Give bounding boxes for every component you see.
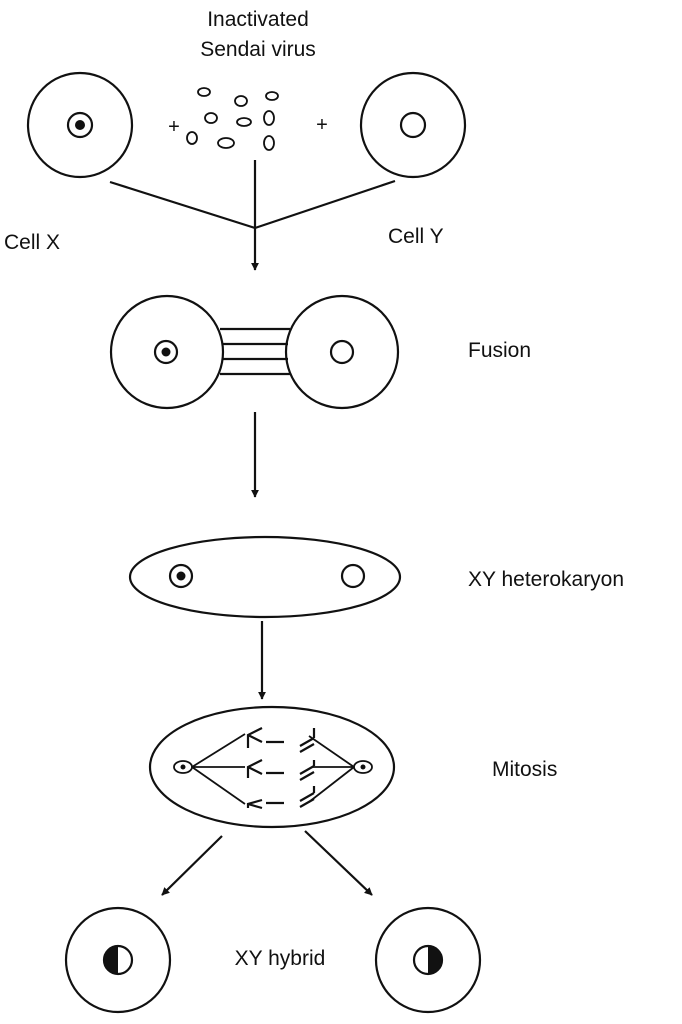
mitosis-cell: [148, 705, 396, 829]
fused-cells: [109, 294, 400, 410]
arrow-mitosis-right: [304, 830, 373, 896]
hybrid-label: XY hybrid: [235, 947, 326, 970]
plus-sign-left: +: [168, 116, 180, 138]
cell-x-label: Cell X: [4, 231, 60, 254]
heterokaryon-label: XY heterokaryon: [468, 568, 624, 591]
cell-y-label: Cell Y: [388, 225, 444, 248]
hybrid-cell-right: [374, 906, 482, 1014]
fusion-label: Fusion: [468, 339, 531, 362]
virus-label-line1: Inactivated: [207, 8, 309, 31]
cell-x: [26, 71, 134, 179]
virus-particles: [186, 87, 279, 151]
virus-label-line2: Sendai virus: [200, 38, 316, 61]
plus-sign-right: +: [316, 114, 328, 136]
hybrid-cell-left: [64, 906, 172, 1014]
mitosis-label: Mitosis: [492, 758, 557, 781]
heterokaryon-cell: [128, 535, 402, 619]
converging-lines: [109, 160, 396, 271]
arrow-mitosis-left: [161, 835, 223, 896]
cell-y: [359, 71, 467, 179]
